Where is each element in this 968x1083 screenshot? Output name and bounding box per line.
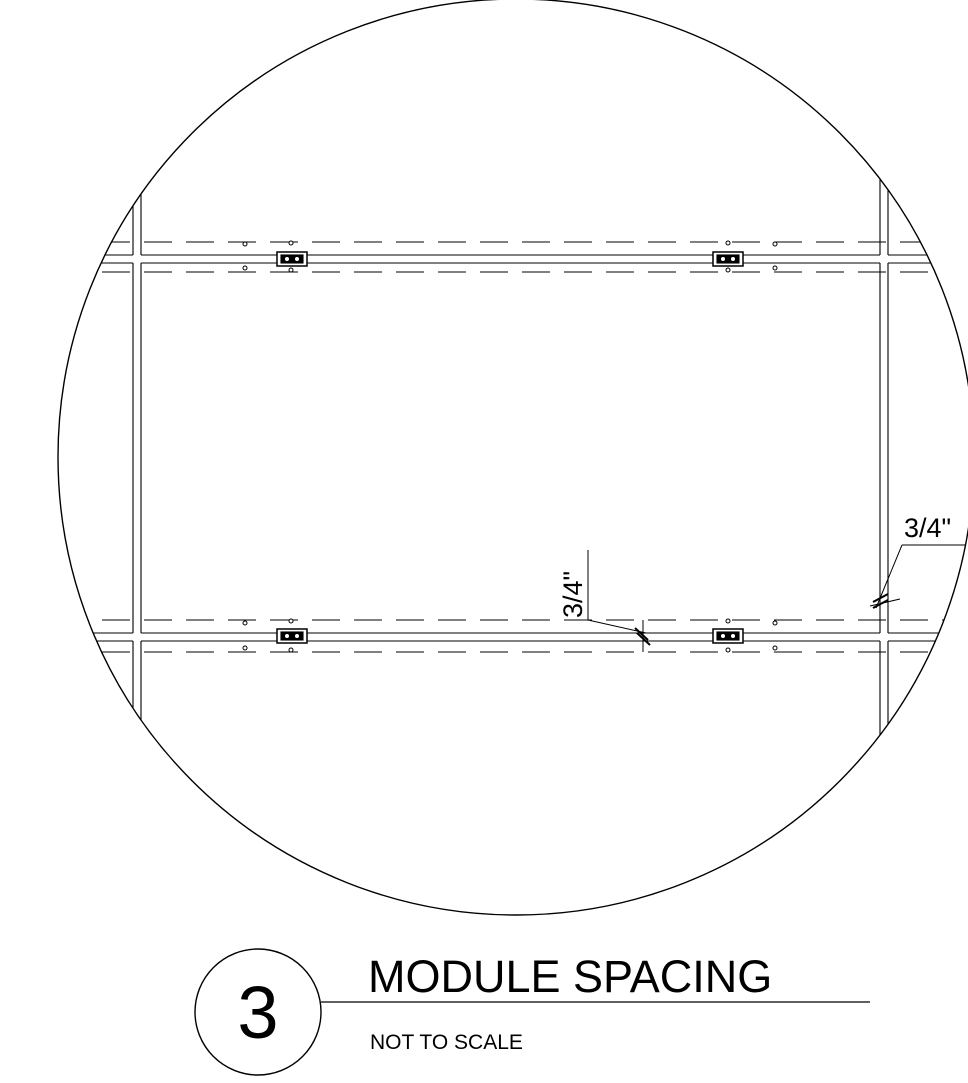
detail-title: MODULE SPACING — [368, 951, 772, 1002]
module-layout — [60, 170, 968, 800]
mounting-holes — [242, 240, 778, 653]
rail-hidden-lines — [60, 241, 968, 653]
detail-number: 3 — [237, 971, 278, 1054]
horizontal-gap-dimension — [869, 544, 968, 609]
clamp-icon — [712, 251, 744, 267]
detail-title-block: 3 MODULE SPACING NOT TO SCALE — [194, 948, 870, 1076]
clamp-icon — [712, 628, 744, 644]
vertical-gap-dimension — [587, 550, 651, 652]
horizontal-gap-label: 3/4" — [904, 513, 951, 543]
vertical-gap-label: 3/4" — [558, 571, 588, 618]
detail-number-bubble — [194, 948, 322, 1076]
detail-callout-circle — [57, 0, 968, 916]
scale-note: NOT TO SCALE — [370, 1031, 523, 1054]
clamp-icon — [276, 628, 308, 644]
clamp-icon — [276, 251, 308, 267]
